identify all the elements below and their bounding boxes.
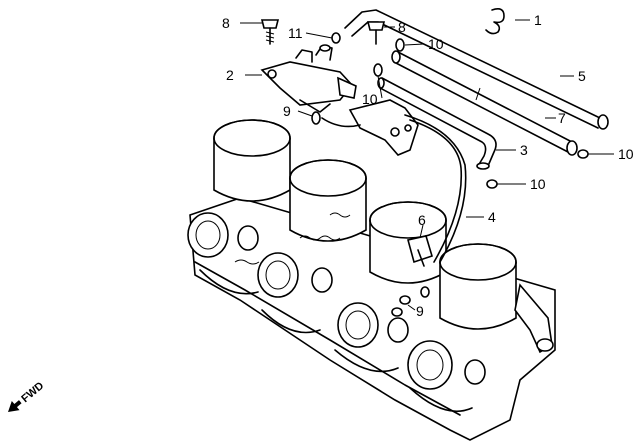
callout-4: 4 bbox=[488, 209, 496, 225]
callout-8-right: 8 bbox=[398, 19, 406, 35]
callout-11: 11 bbox=[288, 25, 303, 41]
clip-10-top bbox=[395, 38, 405, 52]
throttle-bracket bbox=[321, 99, 419, 156]
spring-clip bbox=[485, 8, 505, 35]
callout-labels: 1 2 3 4 5 6 7 8 8 9 9 10 10 10 10 11 bbox=[222, 12, 634, 319]
carburetor-assembly bbox=[187, 119, 556, 441]
barrel-3 bbox=[337, 201, 447, 348]
callout-10-mid: 10 bbox=[362, 91, 378, 107]
fwd-indicator: FWD bbox=[8, 380, 46, 412]
screw-8-left bbox=[260, 19, 280, 45]
screw-8-right bbox=[366, 21, 386, 45]
callout-8-left: 8 bbox=[222, 15, 230, 31]
fwd-arrow-icon bbox=[8, 400, 22, 412]
clip-10-right bbox=[577, 149, 589, 159]
barrel-1 bbox=[187, 119, 291, 258]
fwd-label: FWD bbox=[19, 380, 46, 405]
leader-lines bbox=[240, 19, 614, 311]
callout-2: 2 bbox=[226, 67, 234, 83]
grommet-9-lower bbox=[391, 286, 430, 317]
callout-9-lower: 9 bbox=[416, 303, 424, 319]
callout-10-top: 10 bbox=[428, 36, 444, 52]
callout-9-upper: 9 bbox=[283, 103, 291, 119]
callout-10-lower: 10 bbox=[530, 176, 546, 192]
callout-3: 3 bbox=[520, 142, 528, 158]
fuel-valve-assembly bbox=[260, 44, 357, 113]
clip-11 bbox=[331, 32, 341, 44]
callout-7: 7 bbox=[558, 110, 566, 126]
grommet-9-upper bbox=[311, 111, 321, 125]
tube-part-3 bbox=[377, 77, 497, 170]
callout-6: 6 bbox=[418, 212, 426, 228]
barrel-2 bbox=[257, 159, 367, 298]
clip-10-mid bbox=[373, 63, 383, 77]
callout-1: 1 bbox=[534, 12, 542, 28]
cable-part-4 bbox=[404, 114, 467, 263]
callout-10-right: 10 bbox=[618, 146, 634, 162]
clip-10-lower bbox=[486, 179, 498, 189]
callout-5: 5 bbox=[578, 68, 586, 84]
tube-part-7 bbox=[391, 50, 578, 156]
